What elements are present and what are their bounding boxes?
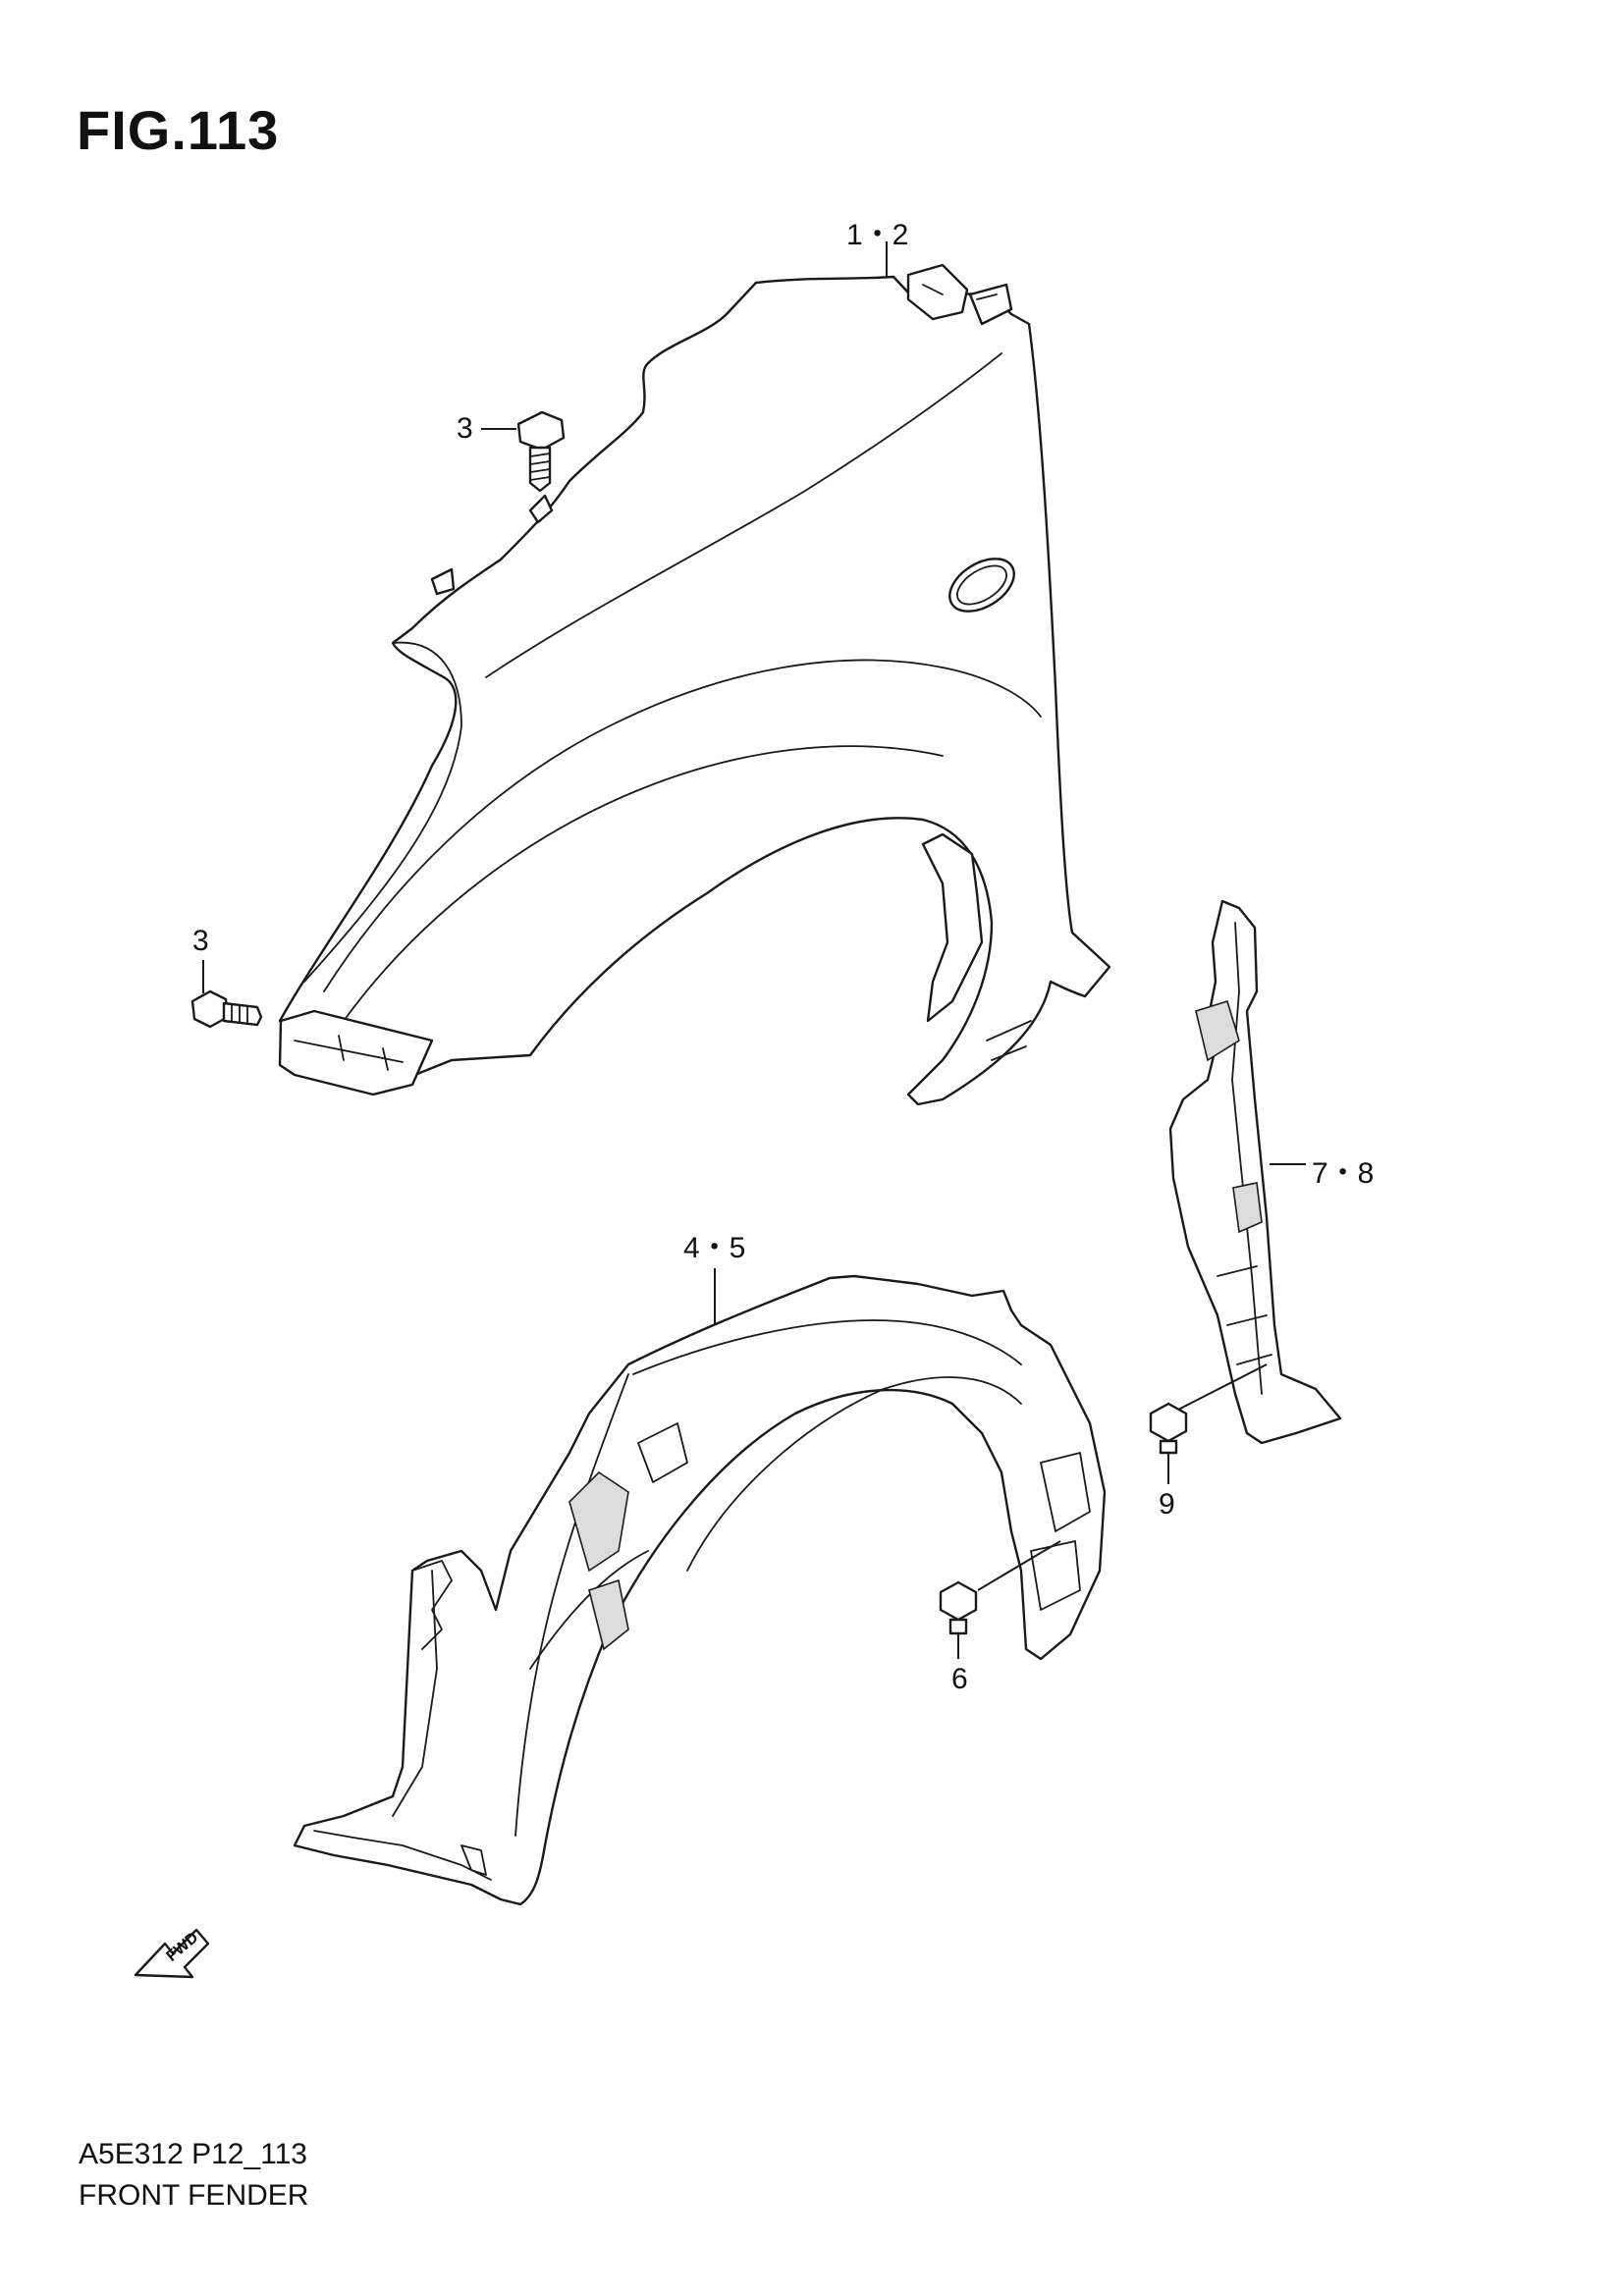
fwd-arrow-icon (134, 1928, 210, 1979)
bolt-top[interactable] (516, 410, 566, 493)
front-fender[interactable] (278, 263, 1111, 1106)
bolt-front[interactable] (190, 989, 263, 1029)
diagram-code: A5E312 P12_113 (79, 2138, 307, 2170)
callout-fender-liner: 4・5 (683, 1232, 746, 1264)
callout-fender-seal: 7・8 (1312, 1157, 1375, 1190)
callout-fender: 1・2 (846, 219, 909, 251)
liner-screw[interactable] (939, 1580, 978, 1635)
callout-bolt-top: 3 (457, 412, 473, 445)
callout-bolt-front: 3 (192, 925, 209, 957)
seal-clip-line (1177, 1363, 1268, 1411)
seal-clip[interactable] (1149, 1402, 1188, 1455)
callout-seal-clip: 9 (1159, 1488, 1175, 1521)
fender-liner[interactable] (293, 1274, 1107, 1906)
liner-screw-line (977, 1540, 1061, 1591)
fender-seal[interactable] (1168, 899, 1342, 1445)
callout-liner-screw: 6 (951, 1663, 968, 1695)
figure-title: FIG.113 (77, 99, 280, 161)
diagram-name: FRONT FENDER (79, 2179, 309, 2212)
